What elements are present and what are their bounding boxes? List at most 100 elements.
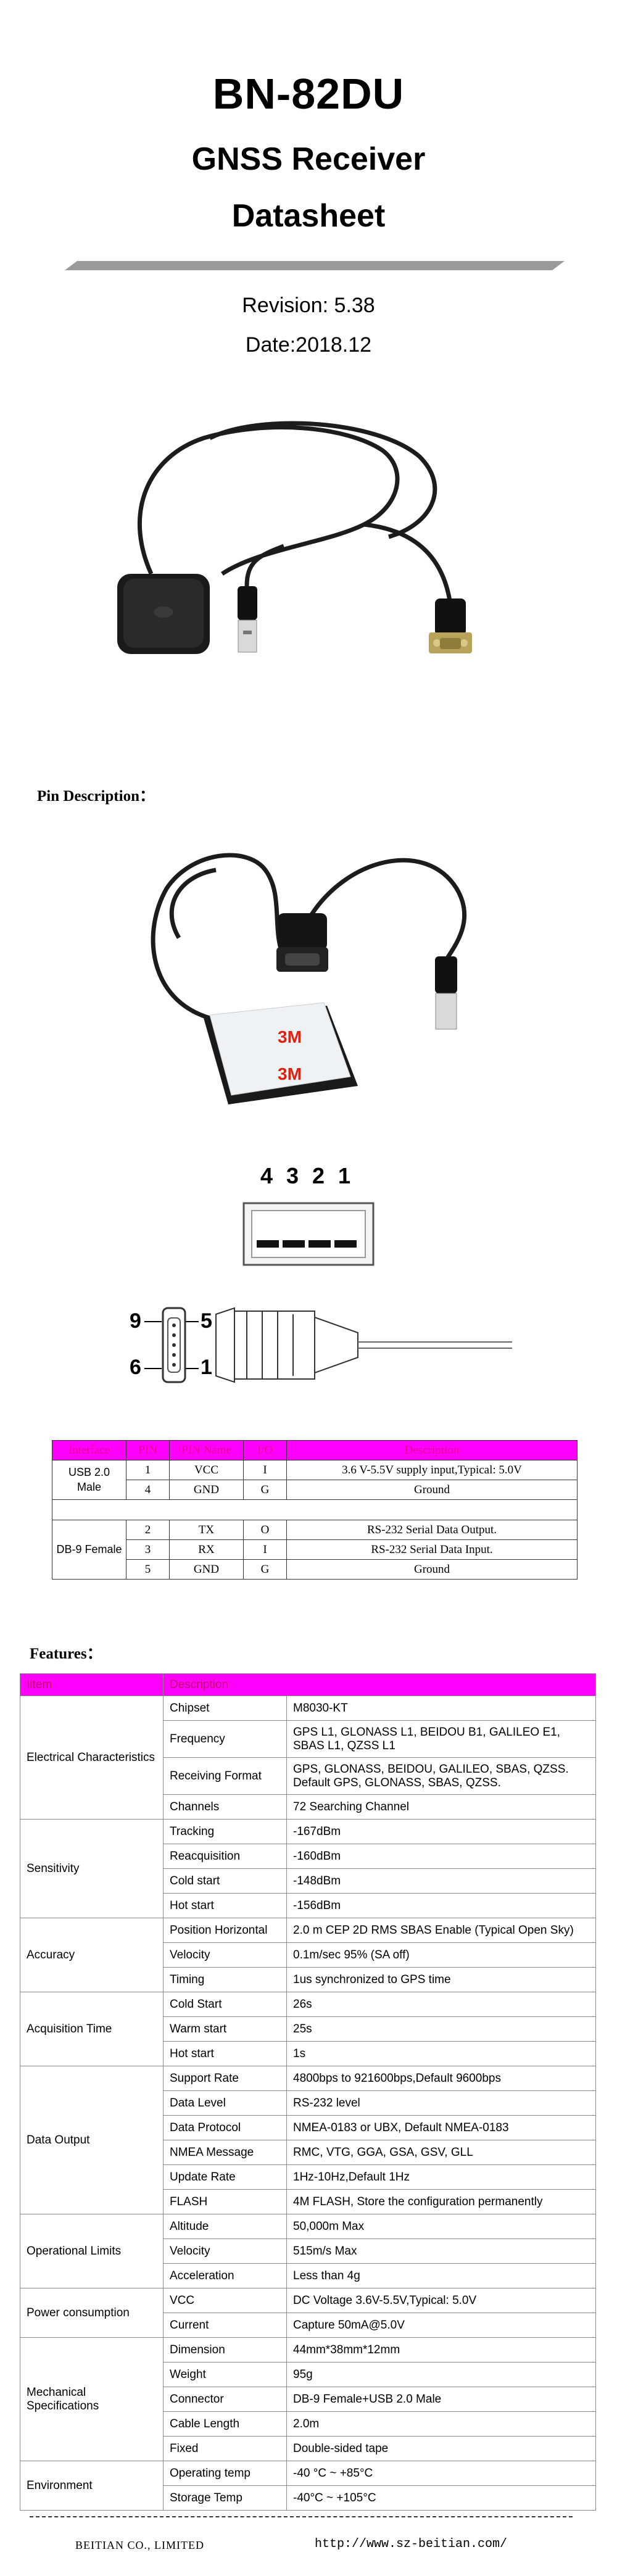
- db9-label-9: 9: [130, 1309, 141, 1333]
- parameter-cell: FLASH: [163, 2189, 287, 2214]
- product-bottom-photo: 3M 3M: [151, 853, 467, 1104]
- tape-brand-label-2: 3M: [278, 1064, 302, 1083]
- io-cell: G: [243, 1559, 287, 1580]
- description-cell: Ground: [286, 1559, 578, 1580]
- header-pin: PIN: [126, 1440, 170, 1460]
- parameter-cell: Hot start: [163, 2041, 287, 2066]
- parameter-cell: Cold Start: [163, 1992, 287, 2017]
- parameter-cell: Support Rate: [163, 2066, 287, 2091]
- value-cell: 0.1m/sec 95% (SA off): [286, 1942, 596, 1968]
- pin-name-cell: TX: [169, 1520, 244, 1540]
- description-cell: 3.6 V-5.5V supply input,Typical: 5.0V: [286, 1460, 578, 1480]
- parameter-cell: Channels: [163, 1794, 287, 1820]
- category-cell: Acquisition Time: [20, 1992, 164, 2066]
- value-cell: -148dBm: [286, 1868, 596, 1894]
- product-photo: [117, 421, 472, 654]
- pin-cell: 4: [126, 1480, 170, 1500]
- usb-pin-1: 1: [338, 1163, 350, 1188]
- value-cell: 1s: [286, 2041, 596, 2066]
- header-description: Description: [286, 1440, 578, 1460]
- db9-label-1: 1: [201, 1356, 212, 1379]
- footer-divider: [30, 2516, 573, 2517]
- value-cell: -156dBm: [286, 1893, 596, 1918]
- category-cell: Power consumption: [20, 2288, 164, 2338]
- parameter-cell: Current: [163, 2313, 287, 2338]
- features-table: Iitem Description Electrical Characteris…: [20, 1673, 596, 2511]
- spacer-row: [52, 1499, 578, 1520]
- value-cell: 26s: [286, 1992, 596, 2017]
- pin-cell: 2: [126, 1520, 170, 1540]
- value-cell: 1Hz-10Hz,Default 1Hz: [286, 2164, 596, 2190]
- table-row: Reacquisition-160dBm: [20, 1844, 596, 1869]
- value-cell: DC Voltage 3.6V-5.5V,Typical: 5.0V: [286, 2288, 596, 2313]
- header-description: Description: [163, 1673, 596, 1696]
- value-cell: 1us synchronized to GPS time: [286, 1967, 596, 1992]
- value-cell: 2.0 m CEP 2D RMS SBAS Enable (Typical Op…: [286, 1918, 596, 1943]
- parameter-cell: Data Level: [163, 2090, 287, 2116]
- value-cell: 4M FLASH, Store the configuration perman…: [286, 2189, 596, 2214]
- pin-name-cell: GND: [169, 1559, 244, 1580]
- parameter-cell: Cold start: [163, 1868, 287, 1894]
- pin-name-cell: RX: [169, 1539, 244, 1560]
- parameter-cell: Update Rate: [163, 2164, 287, 2190]
- value-cell: RMC, VTG, GGA, GSA, GSV, GLL: [286, 2140, 596, 2165]
- pin-cell: 5: [126, 1559, 170, 1580]
- parameter-cell: Frequency: [163, 1720, 287, 1758]
- parameter-cell: Data Protocol: [163, 2115, 287, 2140]
- value-cell: Less than 4g: [286, 2263, 596, 2288]
- parameter-cell: Altitude: [163, 2214, 287, 2239]
- parameter-cell: VCC: [163, 2288, 287, 2313]
- subtitle: GNSS Receiver: [191, 141, 426, 177]
- parameter-cell: Storage Temp: [163, 2485, 287, 2511]
- value-cell: Capture 50mA@5.0V: [286, 2313, 596, 2338]
- parameter-cell: NMEA Message: [163, 2140, 287, 2165]
- value-cell: 515m/s Max: [286, 2238, 596, 2264]
- usb-group-cell: USB 2.0 Male: [52, 1460, 126, 1500]
- value-cell: -167dBm: [286, 1819, 596, 1844]
- header-io: I/O: [243, 1440, 287, 1460]
- footer-url[interactable]: http://www.sz-beitian.com/: [315, 2537, 508, 2551]
- parameter-cell: Velocity: [163, 2238, 287, 2264]
- value-cell: 95g: [286, 2362, 596, 2387]
- parameter-cell: Operating temp: [163, 2461, 287, 2486]
- parameter-cell: Position Horizontal: [163, 1918, 287, 1943]
- parameter-cell: Receiving Format: [163, 1757, 287, 1795]
- pin-table: Interface PIN PIN Name I/O Description U…: [52, 1440, 578, 1580]
- value-cell: RS-232 level: [286, 2090, 596, 2116]
- footer-company: BEITIAN CO., LIMITED: [75, 2539, 204, 2551]
- category-cell: Operational Limits: [20, 2214, 164, 2288]
- db9-pinout-diagram: 9 5 6 1: [130, 1307, 512, 1383]
- description-cell: Ground: [286, 1480, 578, 1500]
- parameter-cell: Velocity: [163, 1942, 287, 1968]
- io-cell: I: [243, 1460, 287, 1480]
- date: Date:2018.12: [245, 333, 372, 357]
- value-cell: -40°C ~ +105°C: [286, 2485, 596, 2511]
- io-cell: I: [243, 1539, 287, 1560]
- description-cell: RS-232 Serial Data Input.: [286, 1539, 578, 1560]
- value-cell: 44mm*38mm*12mm: [286, 2337, 596, 2363]
- value-cell: 72 Searching Channel: [286, 1794, 596, 1820]
- value-cell: DB-9 Female+USB 2.0 Male: [286, 2387, 596, 2412]
- value-cell: Double-sided tape: [286, 2436, 596, 2461]
- table-row: Hot start-156dBm: [20, 1893, 596, 1918]
- table-row: 3 RX I RS-232 Serial Data Input.: [52, 1539, 578, 1560]
- pin-name-cell: GND: [169, 1480, 244, 1500]
- header-item: Iitem: [20, 1673, 164, 1696]
- parameter-cell: Acceleration: [163, 2263, 287, 2288]
- category-cell: Accuracy: [20, 1918, 164, 1992]
